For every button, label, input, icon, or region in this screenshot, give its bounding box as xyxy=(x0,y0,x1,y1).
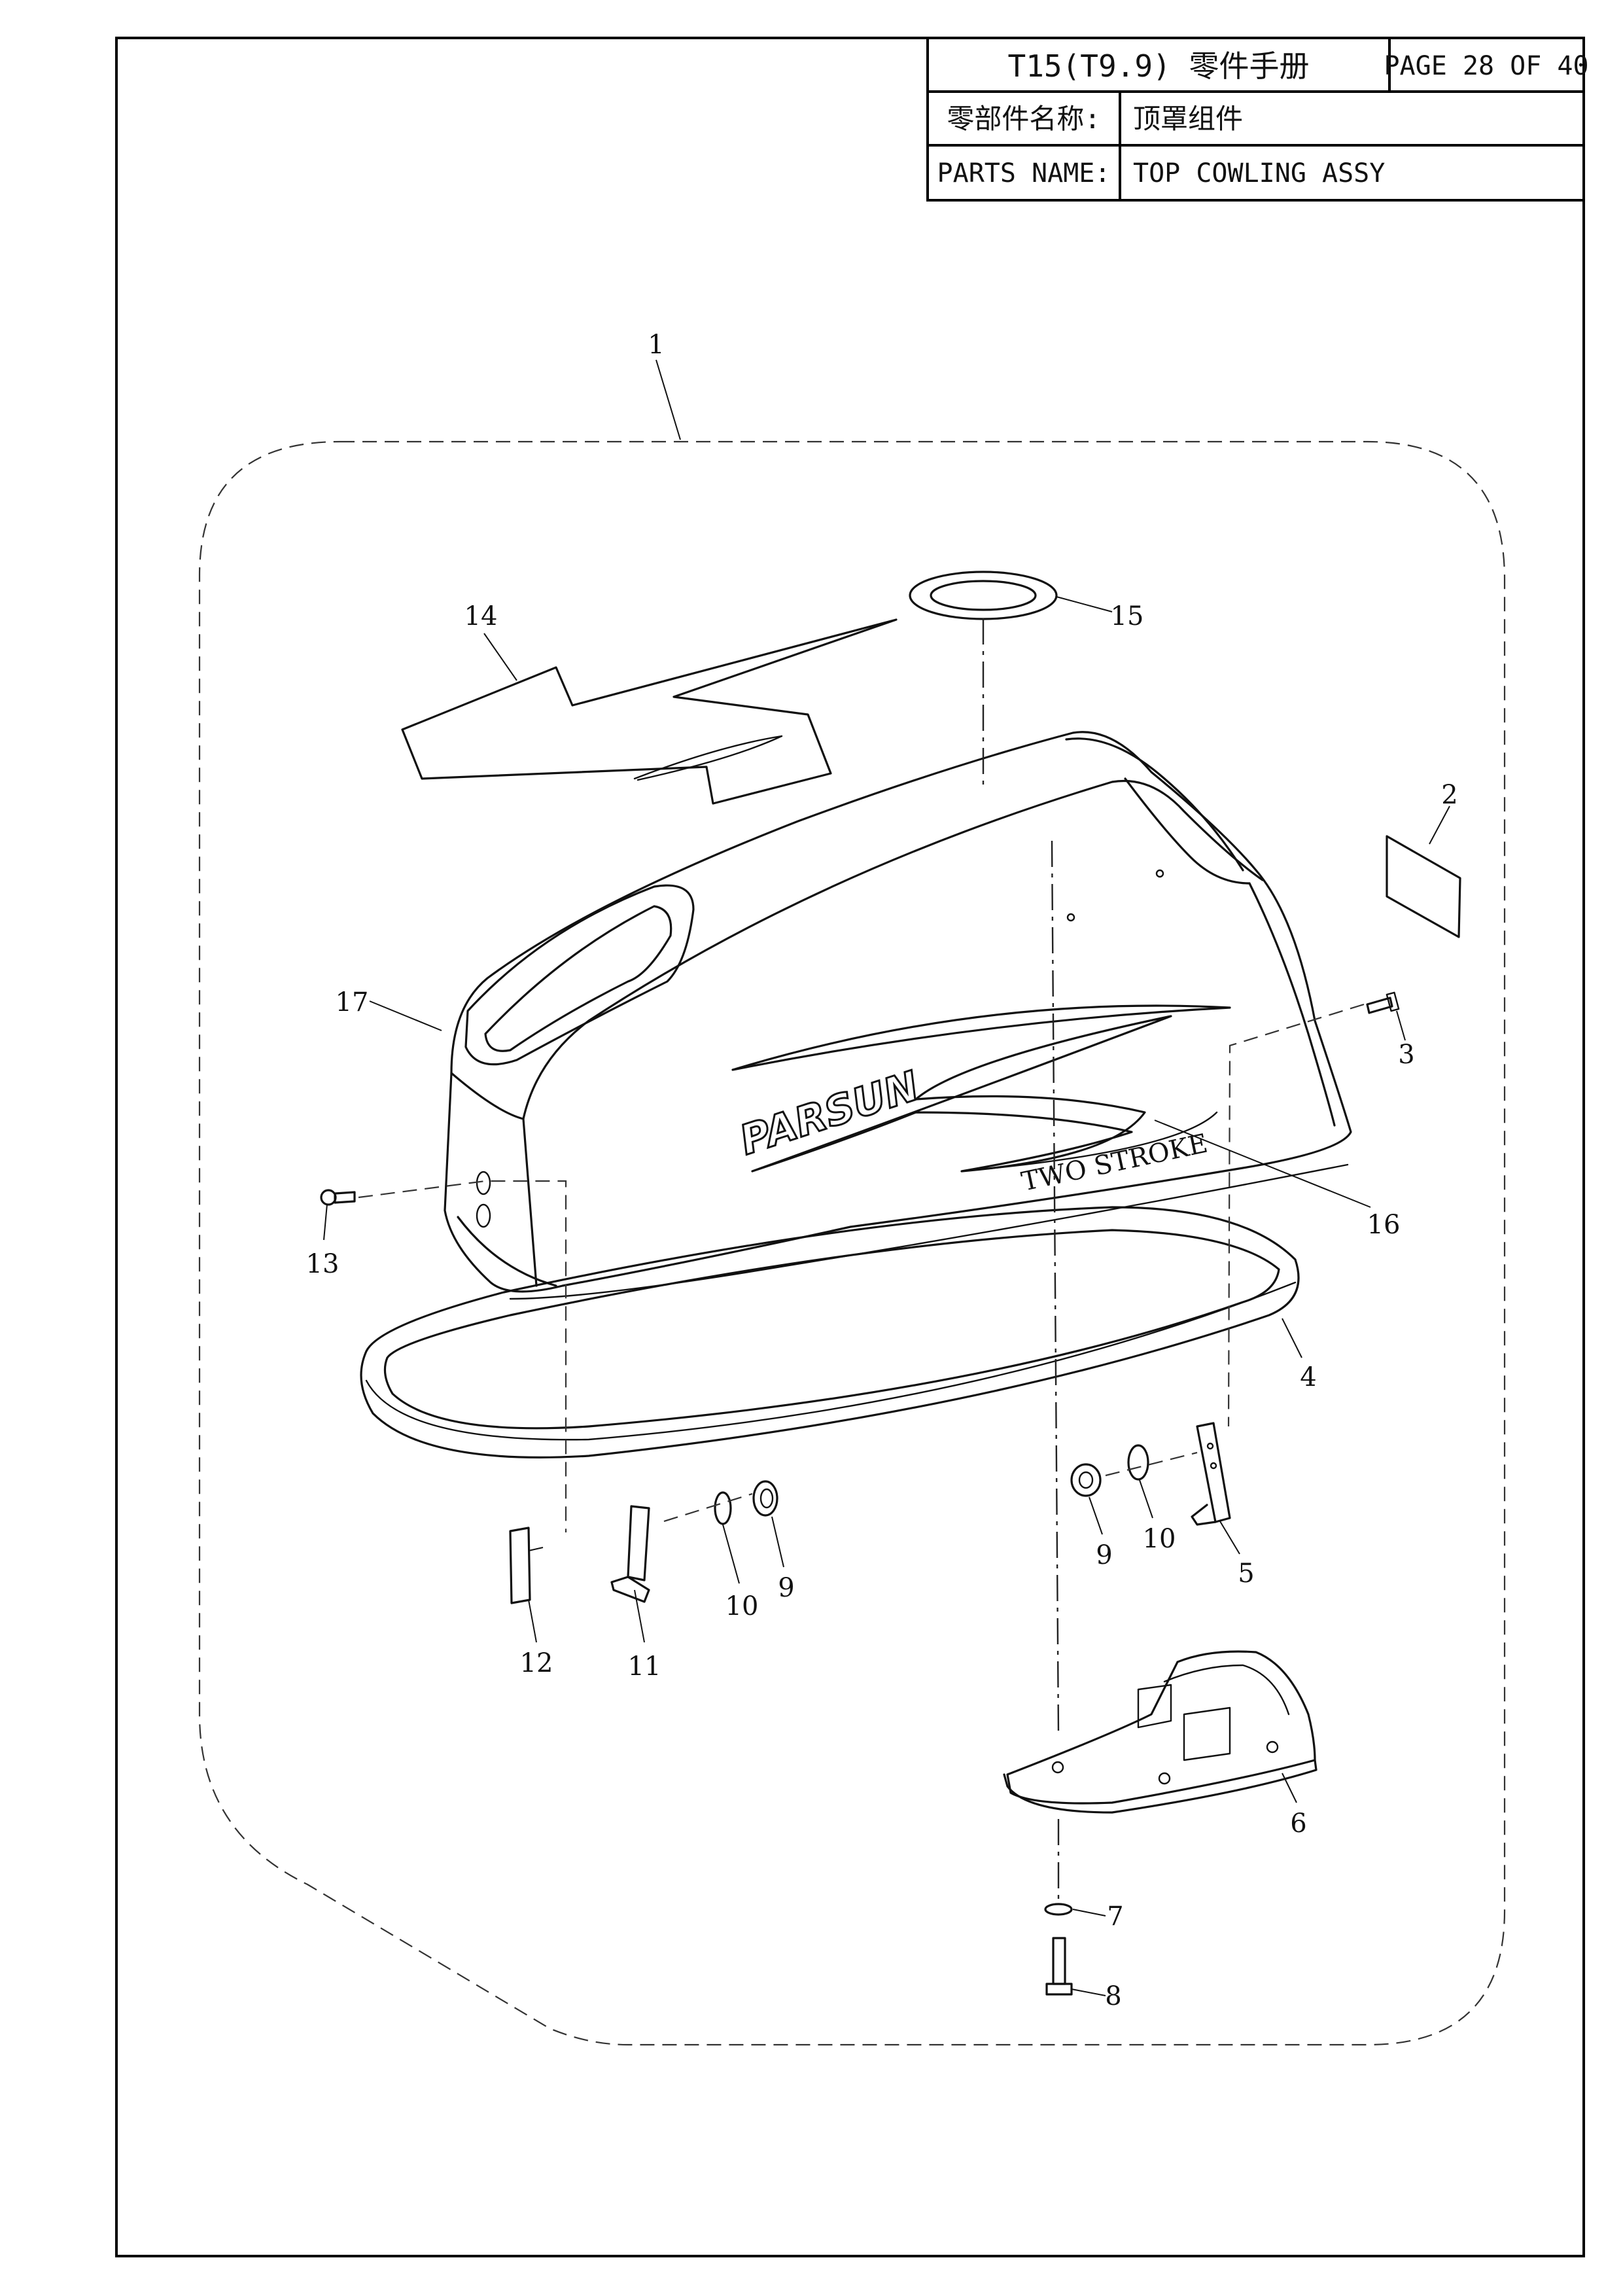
page-label: PAGE 28 OF 40 xyxy=(1384,51,1588,81)
bolt-8 xyxy=(1045,1937,1073,1996)
mount-base-6 xyxy=(1003,1650,1318,1814)
bracket-11 xyxy=(610,1505,650,1603)
callout-12: 12 xyxy=(520,1648,553,1678)
nut-9-left xyxy=(752,1480,778,1517)
callout-17: 17 xyxy=(336,987,369,1017)
washer-10-right xyxy=(1127,1444,1149,1481)
screw-3 xyxy=(1366,991,1400,1014)
callout-4: 4 xyxy=(1300,1362,1316,1392)
callout-16: 16 xyxy=(1367,1210,1401,1240)
grommet-15 xyxy=(909,571,1058,620)
cn-name-value: 顶罩组件 xyxy=(1133,103,1243,135)
rubber-seal-4 xyxy=(360,1206,1300,1458)
washer-7 xyxy=(1044,1903,1073,1916)
cn-name-label: 零部件名称: xyxy=(947,103,1100,135)
callout-1: 1 xyxy=(648,330,664,360)
drawing-border xyxy=(115,37,1585,2257)
top-cowling: PARSUN TWO STROKE xyxy=(444,731,1352,1300)
callout-9-left: 9 xyxy=(778,1573,794,1603)
callout-3: 3 xyxy=(1398,1040,1414,1070)
callout-7: 7 xyxy=(1107,1901,1123,1932)
callout-11: 11 xyxy=(628,1651,661,1682)
nut-9-right xyxy=(1070,1463,1102,1497)
callout-2: 2 xyxy=(1441,780,1457,810)
callout-15: 15 xyxy=(1111,601,1144,631)
two-stroke-text: TWO STROKE xyxy=(1019,1129,1211,1197)
callout-8: 8 xyxy=(1105,1981,1121,2011)
callout-9-right: 9 xyxy=(1096,1540,1112,1570)
parsun-logo: PARSUN xyxy=(734,1062,924,1165)
callout-14: 14 xyxy=(464,601,498,631)
callout-10-left: 10 xyxy=(725,1591,759,1621)
callout-numbers: 1 2 3 4 5 6 7 8 9 9 10 10 11 12 13 14 15… xyxy=(306,330,1458,2011)
assembly-boundary xyxy=(198,440,1506,2046)
leader-lines xyxy=(323,359,1450,1996)
decal-14 xyxy=(401,618,898,805)
title-block: T15(T9.9) 零件手册 PAGE 28 OF 40 零部件名称: 顶罩组件… xyxy=(926,37,1589,202)
en-name-label: PARTS NAME: xyxy=(937,158,1111,188)
bracket-5 xyxy=(1191,1422,1231,1526)
manual-title: T15(T9.9) 零件手册 xyxy=(1008,48,1310,84)
label-2 xyxy=(1386,835,1461,938)
en-name-value: TOP COWLING ASSY xyxy=(1133,158,1385,188)
callout-13: 13 xyxy=(306,1249,340,1279)
callout-5: 5 xyxy=(1238,1559,1254,1589)
screw-13 xyxy=(320,1189,356,1206)
washer-10-left xyxy=(714,1491,732,1525)
assembly-lines xyxy=(358,618,1365,1901)
bracket-12 xyxy=(509,1527,531,1604)
callout-6: 6 xyxy=(1290,1809,1306,1839)
callout-10-right: 10 xyxy=(1143,1524,1176,1554)
